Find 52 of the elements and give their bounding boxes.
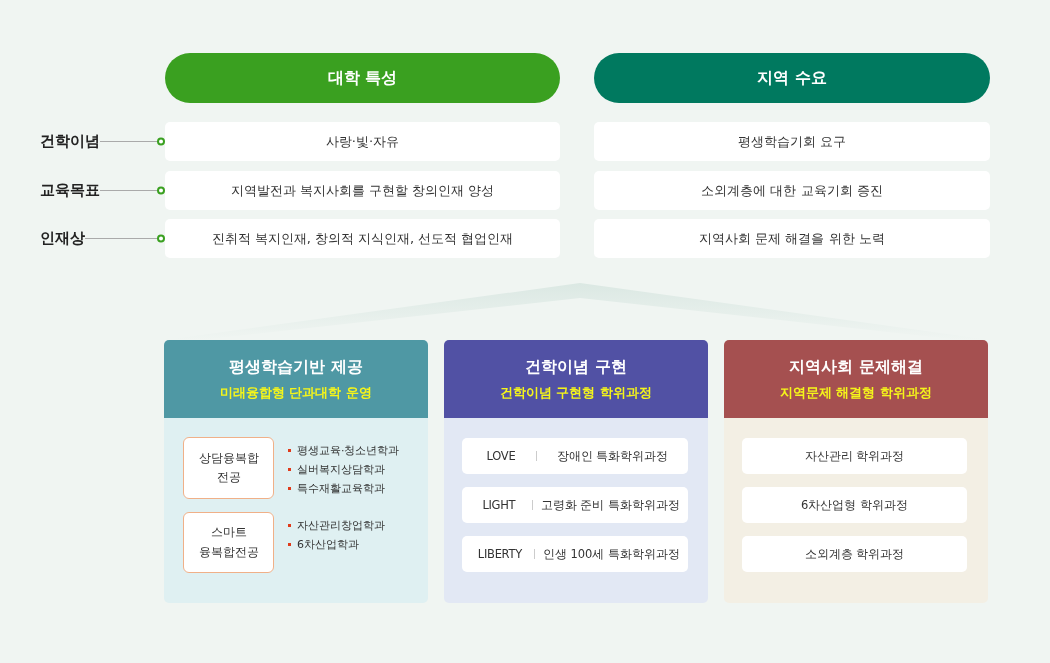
panel-subtitle: 미래융합형 단과대학 운영 (219, 383, 373, 402)
row-label: 건학이념 (40, 129, 100, 154)
row-text: 지역사회 문제 해결을 위한 노력 (699, 229, 885, 248)
row-text: 평생학습기회 요구 (737, 132, 847, 151)
department-item: 6차산업학과 (288, 537, 385, 552)
panel-title: 평생학습기반 제공 (229, 356, 363, 378)
row-text: 진취적 복지인재, 창의적 지식인재, 선도적 협업인재 (211, 229, 514, 248)
panel-subtitle: 지역문제 해결형 학위과정 (779, 383, 933, 402)
major-name: 상담융복합 전공 (197, 449, 260, 486)
connector-line (99, 137, 165, 146)
department-item: 자산관리창업학과 (288, 518, 385, 533)
program-panel (724, 340, 988, 603)
major-name: 스마트 융복합전공 (197, 524, 260, 561)
course-name: 6차산업형 학위과정 (801, 497, 908, 513)
connector-line (99, 186, 165, 195)
row-text: 사랑·빛·자유 (325, 132, 400, 151)
row-label: 교육목표 (40, 178, 100, 203)
course-row (742, 438, 967, 474)
course-name: 장애인 특화학위과정 (555, 448, 670, 464)
connector-line (84, 234, 165, 243)
course-name: 인생 100세 특화학위과정 (542, 546, 680, 562)
course-keyword: LOVE (485, 449, 517, 463)
category-title: 지역 수요 (757, 67, 827, 89)
panel-title: 건학이념 구현 (525, 356, 627, 378)
major-box (183, 437, 274, 499)
major-box (183, 512, 274, 573)
category-pill (594, 53, 990, 103)
program-panel (164, 340, 428, 603)
content-row (165, 122, 560, 161)
department-item: 실버복지상담학과 (288, 462, 400, 477)
course-row (462, 487, 688, 523)
course-name: 자산관리 학위과정 (804, 448, 905, 464)
program-panel (444, 340, 708, 603)
course-row (742, 536, 967, 572)
category-pill (165, 53, 560, 103)
course-keyword: LIGHT (481, 498, 517, 512)
row-text: 지역발전과 복지사회를 구현할 창의인재 양성 (230, 181, 495, 200)
row-label: 인재상 (40, 226, 85, 251)
course-name: 고령화 준비 특화학위과정 (540, 497, 680, 513)
category-title: 대학 특성 (327, 67, 398, 89)
course-keyword: LIBERTY (476, 547, 523, 561)
department-item: 특수재활교육학과 (288, 481, 400, 496)
content-row (165, 171, 560, 210)
content-row (165, 219, 560, 258)
course-row (742, 487, 967, 523)
course-row (462, 438, 688, 474)
course-row (462, 536, 688, 572)
panel-subtitle: 건학이념 구현형 학위과정 (499, 383, 653, 402)
row-text: 소외계층에 대한 교육기회 증진 (701, 181, 883, 200)
department-item: 평생교육·청소년학과 (288, 443, 400, 458)
course-name: 소외계층 학위과정 (804, 546, 905, 562)
panel-title: 지역사회 문제해결 (789, 356, 923, 378)
